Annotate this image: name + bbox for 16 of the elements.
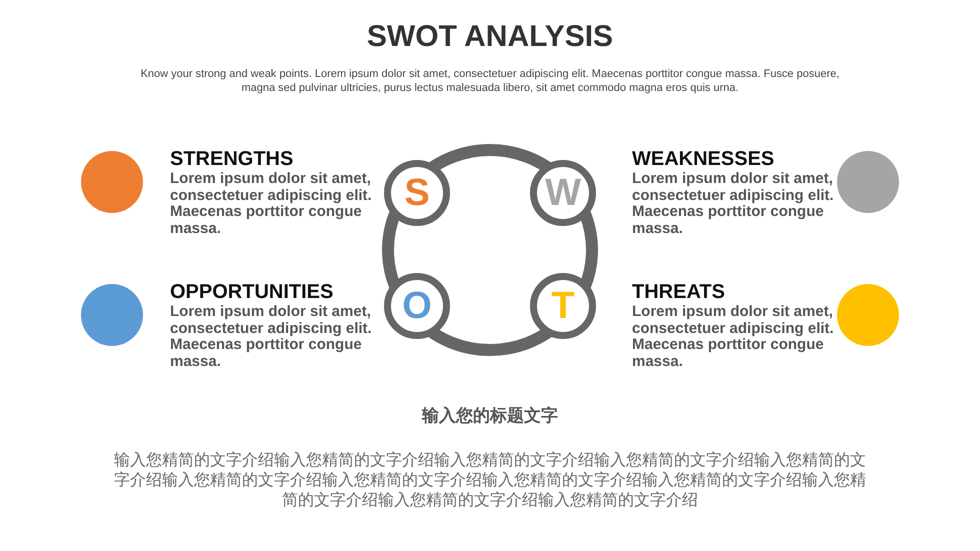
heading: 输入您的标题文字 — [420, 405, 559, 427]
description: Lorem ipsum dolor sit amet, consectetuer adipiscing elit. Maecenas porttitor congue massa. — [170, 304, 373, 370]
paragraph: 输入您精简的文字介绍输入您精简的文字介绍输入您精简的文字介绍输入您精简的文字介绍输入您精简的文字介绍输入您精简的文字介绍输入您精简的文字介绍输入您精简的文字介绍输入您精简的文字介绍输入您精简的文字介绍输入您精简的文字介绍输入您精简的文字介绍 — [113, 450, 867, 510]
description: Lorem ipsum dolor sit amet, consectetuer adipiscing elit. Maecenas porttitor congue massa. — [632, 304, 835, 370]
heading: OPPORTUNITIES — [170, 281, 334, 304]
title: SWOT ANALYSIS — [366, 20, 614, 54]
description: Lorem ipsum dolor sit amet, consectetuer adipiscing elit. Maecenas porttitor congue massa. — [170, 171, 373, 237]
subtitle: Know your strong and weak points. Lorem ipsum dolor sit amet, consectetuer adipiscing elit. Maecenas porttitor congue massa. Fusce posuere, magna sed pulvinar ultricies, purus lectus malesuada libero, sit amet commodo magna eros quis urna. — [140, 67, 840, 95]
heading: WEAKNESSES — [632, 148, 776, 171]
letter-circle: W — [530, 160, 596, 226]
letter-circle: S — [384, 160, 450, 226]
heading: STRENGTHS — [170, 148, 294, 171]
letter-circle: T — [530, 273, 596, 339]
letter-circle: O — [384, 273, 450, 339]
heading: THREATS — [632, 281, 726, 304]
description: Lorem ipsum dolor sit amet, consectetuer adipiscing elit. Maecenas porttitor congue massa. — [632, 171, 835, 237]
